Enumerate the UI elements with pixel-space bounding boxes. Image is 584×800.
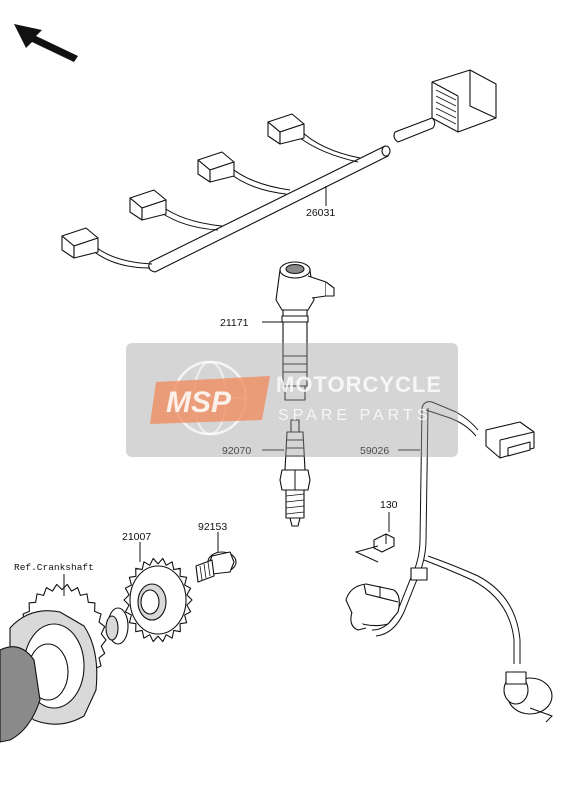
watermark-line2: SPARE PARTS bbox=[278, 407, 431, 424]
label-92070: 92070 bbox=[222, 445, 251, 457]
coil-connector-2 bbox=[197, 151, 235, 183]
watermark-logo: MSP bbox=[150, 360, 270, 436]
rotor-bolt: 92153 bbox=[195, 521, 237, 583]
timing-rotor: 21007 bbox=[122, 531, 193, 643]
spark-plug: 92070 bbox=[222, 419, 311, 527]
watermark-logo-text: MSP bbox=[166, 386, 232, 419]
label-59026: 59026 bbox=[360, 445, 389, 457]
coil-pickup bbox=[345, 583, 400, 631]
sensor-connector bbox=[485, 421, 535, 459]
label-21007: 21007 bbox=[122, 531, 151, 543]
bolt-130: 130 bbox=[354, 499, 398, 563]
sensor-lead: 59026 bbox=[345, 401, 553, 723]
label-130: 130 bbox=[380, 499, 398, 511]
sensor-head bbox=[503, 671, 553, 723]
front-arrow-icon bbox=[14, 24, 78, 62]
coil-connector-3 bbox=[129, 189, 167, 221]
main-connector bbox=[431, 69, 497, 133]
label-26031: 26031 bbox=[306, 207, 335, 219]
ignition-coil: 21171 bbox=[220, 261, 335, 401]
coil-connector-4 bbox=[61, 227, 99, 259]
label-21171: 21171 bbox=[220, 317, 249, 329]
label-ref-crankshaft: Ref.Crankshaft bbox=[14, 562, 94, 573]
label-92153: 92153 bbox=[198, 521, 227, 533]
wiring-harness: 26031 bbox=[61, 69, 497, 273]
crankshaft: Ref.Crankshaft bbox=[0, 562, 129, 743]
coil-connector-1 bbox=[267, 113, 305, 145]
watermark: MSP MOTORCYCLE SPARE PARTS bbox=[126, 343, 458, 457]
watermark-line1: MOTORCYCLE bbox=[276, 372, 442, 397]
